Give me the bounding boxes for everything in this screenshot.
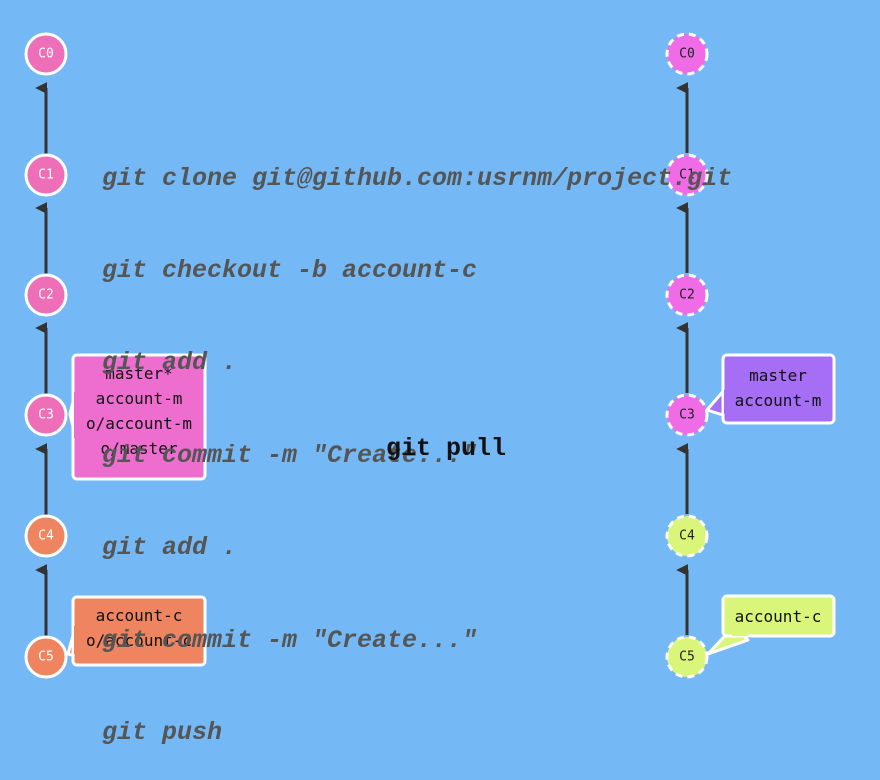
commit-label: C0 (679, 47, 695, 62)
remote-commit-c1[interactable]: C1 (665, 153, 709, 197)
branch-label: master* (105, 364, 172, 383)
local-commit-c4[interactable]: C4 (24, 514, 68, 558)
branch-label: account-m (96, 389, 183, 408)
branch-label: account-m (735, 391, 822, 410)
git-graph-canvas: C0 C1 C2 C3 C4 C5 master* account-m (24, 32, 836, 679)
commit-label: C5 (679, 650, 695, 665)
branch-label: o/account-m (86, 414, 192, 433)
command-line: git commit -m "Create..." (102, 440, 478, 470)
git-pull-label: git pull (386, 434, 507, 463)
command-line: git add . (102, 348, 238, 378)
branch-label: o/account-c (86, 631, 192, 650)
command-line: git clone git@github.com:usrnm/project.g… (102, 163, 733, 193)
commit-label: C0 (38, 47, 54, 62)
commit-label: C3 (679, 408, 695, 423)
branch-label: o/master (100, 439, 177, 458)
commit-label: C5 (38, 650, 54, 665)
commit-label: C2 (679, 288, 695, 303)
commit-label: C2 (38, 288, 54, 303)
remote-branch-box-c5[interactable]: account-c (706, 594, 836, 656)
remote-commit-c5[interactable]: C5 (665, 635, 709, 679)
command-line: git checkout -b account-c (102, 255, 478, 285)
local-commit-c1[interactable]: C1 (24, 153, 68, 197)
local-commit-c2[interactable]: C2 (24, 273, 68, 317)
branch-label: master (749, 366, 807, 385)
commit-label: C3 (38, 408, 54, 423)
local-branch-box-c3[interactable]: master* account-m o/account-m o/master (68, 353, 207, 481)
commit-label: C1 (38, 168, 54, 183)
remote-commit-c3[interactable]: C3 (665, 393, 709, 437)
remote-repo-graph: C0 C1 C2 C3 C4 C5 master account-m (665, 32, 836, 679)
remote-commit-c2[interactable]: C2 (665, 273, 709, 317)
commit-label: C4 (679, 529, 695, 544)
remote-commit-c4[interactable]: C4 (665, 514, 709, 558)
local-commit-c0[interactable]: C0 (24, 32, 68, 76)
branch-label: account-c (96, 606, 183, 625)
local-commit-c5[interactable]: C5 (24, 635, 68, 679)
command-line: git commit -m "Create..." (102, 625, 478, 655)
commit-label: C4 (38, 529, 54, 544)
local-repo-graph: C0 C1 C2 C3 C4 C5 master* account-m (24, 32, 207, 679)
command-line: git push (102, 717, 223, 747)
command-list: git clone git@github.com:usrnm/project.g… (102, 102, 732, 780)
remote-commit-c0[interactable]: C0 (665, 32, 709, 76)
local-branch-box-c5[interactable]: account-c o/account-c (66, 595, 207, 667)
local-commit-c3[interactable]: C3 (24, 393, 68, 437)
branch-label: account-c (735, 607, 822, 626)
remote-branch-box-c3[interactable]: master account-m (705, 353, 836, 425)
command-line: git add . (102, 533, 238, 563)
commit-label: C1 (679, 168, 695, 183)
